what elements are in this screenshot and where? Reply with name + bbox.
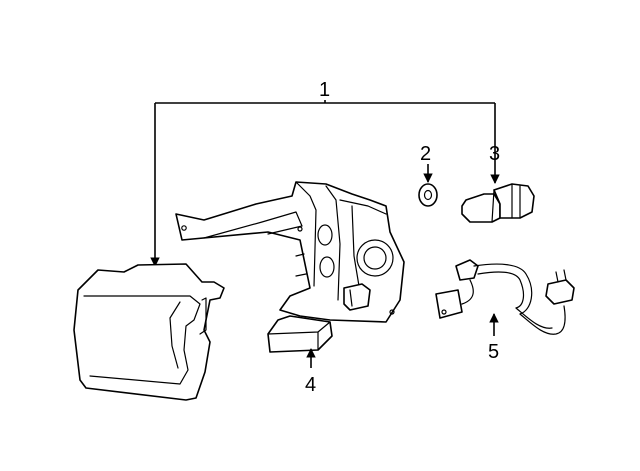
bulb	[461, 183, 535, 223]
mounting-bracket	[175, 181, 405, 323]
callout-3: 3	[489, 143, 500, 165]
callout-5: 5	[488, 341, 499, 363]
callout-4: 4	[305, 374, 316, 396]
fog-lamp-lens	[73, 263, 225, 401]
callout-1-bracket	[150, 100, 500, 267]
callout-2: 2	[420, 143, 431, 165]
callout-1: 1	[319, 79, 330, 101]
socket-wire-harness	[435, 259, 575, 335]
washer	[418, 183, 438, 207]
adjuster-block	[267, 315, 333, 353]
